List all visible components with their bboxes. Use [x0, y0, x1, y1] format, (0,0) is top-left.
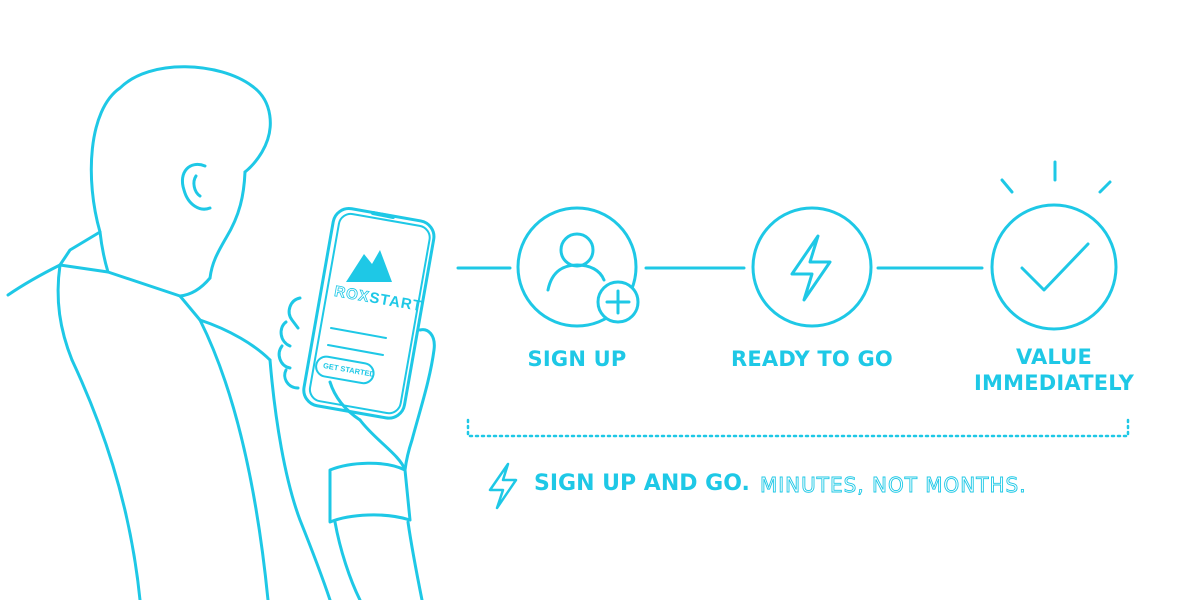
- tagline-bold: SIGN UP AND GO.: [534, 471, 750, 496]
- dotted-bracket: [466, 418, 1130, 438]
- sparkle-rays-icon: [1000, 160, 1112, 194]
- ready-step-circle: [751, 206, 873, 328]
- sign-up-step-circle: [516, 206, 640, 328]
- value-step-circle: [990, 160, 1118, 331]
- phone-illustration: [302, 207, 436, 420]
- tagline-light: MINUTES, NOT MONTHS.: [760, 473, 1027, 498]
- ready-to-go-label: READY TO GO: [731, 347, 893, 371]
- value-label-line2: IMMEDIATELY: [973, 371, 1134, 395]
- lightning-bolt-icon: [790, 234, 832, 302]
- user-plus-icon: [546, 232, 640, 324]
- tagline-lightning-bolt-icon: [488, 462, 518, 510]
- checkmark-icon: [1020, 242, 1090, 292]
- sign-up-label: SIGN UP: [527, 347, 627, 371]
- man-illustration: [6, 65, 436, 600]
- value-immediately-label: VALUE IMMEDIATELY: [964, 344, 1144, 396]
- value-label-line1: VALUE: [1015, 345, 1093, 369]
